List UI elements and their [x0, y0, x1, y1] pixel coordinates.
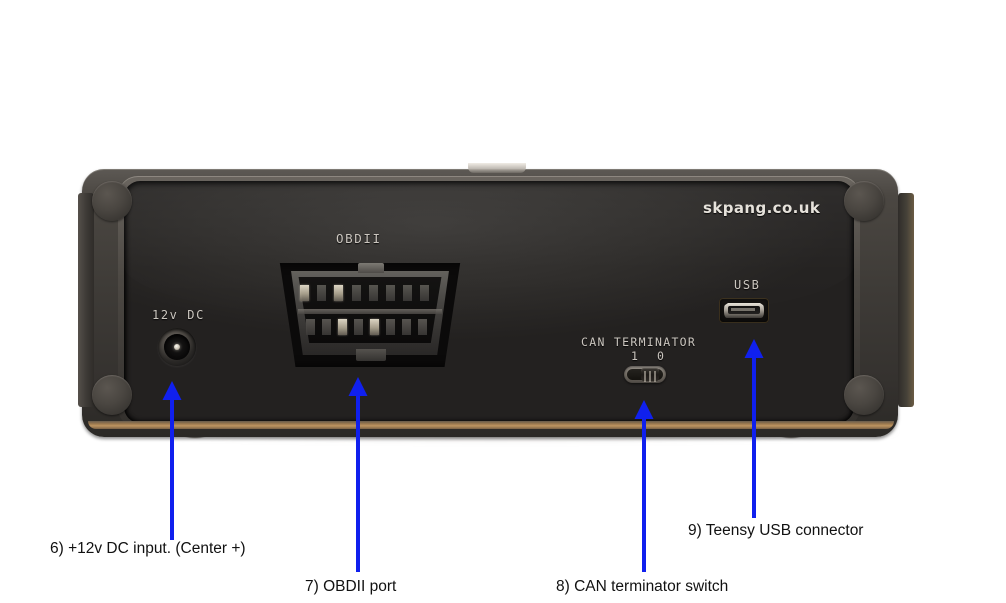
switch-actuator[interactable]: [641, 368, 659, 382]
screw-boss-top-left: [92, 181, 132, 221]
screw-boss-top-right: [844, 181, 884, 221]
switch-ridge: [644, 371, 646, 382]
obdii-pin: [403, 285, 413, 301]
faceplate: [124, 181, 854, 423]
obdii-port[interactable]: [272, 263, 468, 375]
callout-caption-6: 6) +12v DC input. (Center +): [50, 540, 246, 557]
callout-caption-9: 9) Teensy USB connector: [688, 522, 864, 539]
can-terminator-switch[interactable]: [624, 366, 666, 383]
case-rail-left: [78, 193, 94, 407]
callout-caption-7: 7) OBDII port: [305, 578, 397, 595]
obdii-pin: [420, 285, 430, 301]
can-terminator-silkscreen-label: CAN TERMINATOR: [581, 335, 697, 349]
usb-silkscreen-label: USB: [734, 278, 761, 292]
obdii-row-divider: [298, 309, 442, 314]
obdii-pin: [334, 285, 344, 301]
case-rail-right: [898, 193, 914, 407]
dc-input-silkscreen-label: 12v DC: [152, 308, 205, 322]
obdii-pin: [306, 319, 315, 335]
screw-boss-bottom-left: [92, 375, 132, 415]
obdii-pin: [317, 285, 327, 301]
obdii-pin: [354, 319, 363, 335]
switch-ridge: [649, 371, 651, 382]
obdii-pin: [300, 285, 309, 301]
obdii-pin: [322, 319, 331, 335]
device-rear-panel: skpang.co.uk OBDII 12v DC USB CAN TERMIN…: [78, 163, 914, 451]
usb-tongue: [731, 308, 755, 311]
obdii-key-tab-bottom: [356, 349, 386, 361]
switch-position-0-label: 0: [657, 349, 666, 363]
switch-ridge: [654, 371, 656, 382]
obdii-pin: [351, 285, 361, 301]
obdii-silkscreen-label: OBDII: [336, 231, 382, 246]
obdii-pin: [386, 319, 395, 335]
brand-label: skpang.co.uk: [703, 199, 821, 217]
obdii-key-tab-top: [358, 263, 384, 273]
usb-connector[interactable]: [719, 298, 769, 323]
switch-position-1-label: 1: [631, 349, 640, 363]
case-bottom-strip: [88, 421, 894, 429]
case-top-notch: [468, 163, 526, 173]
callout-caption-8: 8) CAN terminator switch: [556, 578, 729, 595]
dc-power-jack[interactable]: [158, 328, 196, 366]
obdii-pin: [402, 319, 411, 335]
obdii-pin: [370, 319, 379, 335]
dc-jack-center-pin: [174, 344, 180, 350]
obdii-pin: [338, 319, 347, 335]
obdii-pin: [386, 285, 395, 301]
screw-boss-bottom-right: [844, 375, 884, 415]
obdii-pin: [418, 319, 427, 335]
obdii-pin: [368, 285, 378, 301]
